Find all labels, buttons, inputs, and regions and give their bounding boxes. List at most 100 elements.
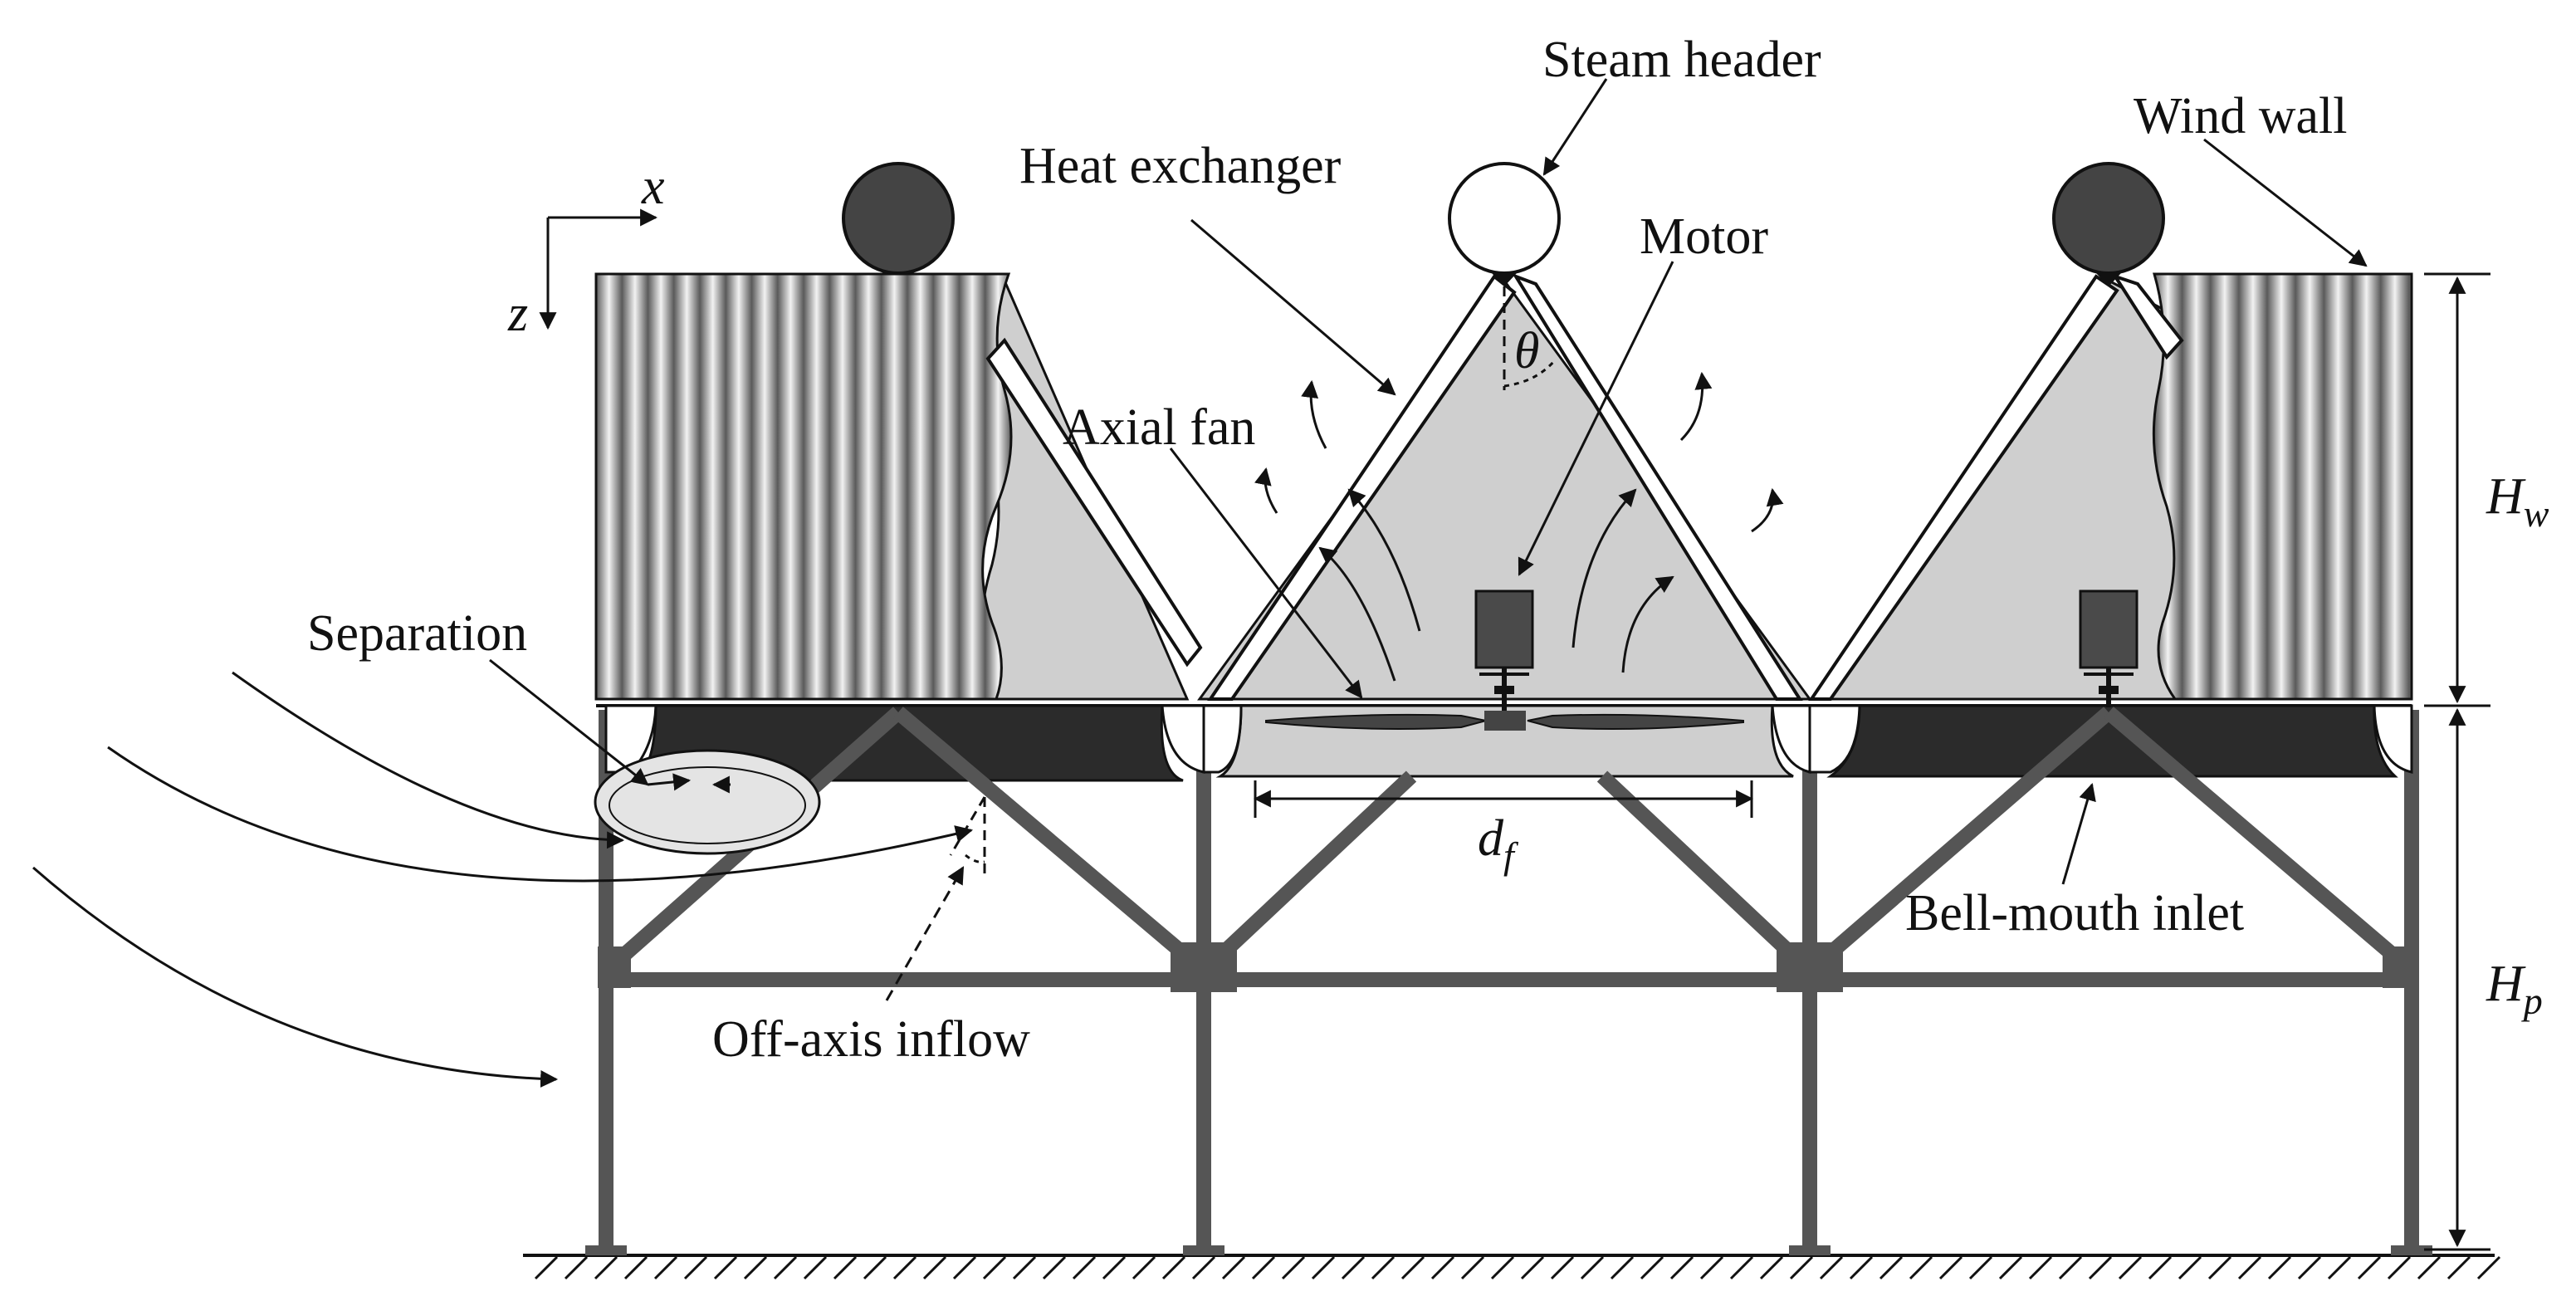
- ground-hatch: [2476, 1255, 2501, 1280]
- ground-hatch: [1132, 1255, 1156, 1280]
- left-wind-wall: [594, 272, 1013, 701]
- ground-hatch: [1251, 1255, 1276, 1280]
- ground-hatch: [2207, 1255, 2232, 1280]
- separation-zone: [594, 749, 821, 855]
- label-axial-fan: Axial fan: [1063, 399, 1255, 456]
- ground-hatch: [2058, 1255, 2083, 1280]
- ground-hatch: [1998, 1255, 2023, 1280]
- heat-exchanger-bundles: [985, 273, 2184, 701]
- ground-hatch: [2417, 1255, 2442, 1280]
- label-motor: Motor: [1640, 208, 1768, 265]
- wind-wall-height-symbol: Hw: [2486, 468, 2549, 535]
- ground-hatch: [1341, 1255, 1366, 1280]
- apex-connector-center: [1492, 273, 1517, 286]
- ground-hatch: [1042, 1255, 1067, 1280]
- leader-arrows: [489, 78, 2368, 1001]
- ground-hatch: [1849, 1255, 1874, 1280]
- label-heat-exchanger: Heat exchanger: [1019, 138, 1342, 194]
- ground-hatch: [2148, 1255, 2173, 1280]
- ground-hatch: [2088, 1255, 2113, 1280]
- ground-hatch: [2327, 1255, 2352, 1280]
- ground-hatch: [564, 1255, 589, 1280]
- ground-hatch: [1311, 1255, 1336, 1280]
- ground-hatch: [1161, 1255, 1186, 1280]
- ground-hatch: [1520, 1255, 1545, 1280]
- coordinate-axes: [539, 208, 658, 330]
- ground-hatch: [1580, 1255, 1605, 1280]
- ground-hatch: [1938, 1255, 1963, 1280]
- ground-hatch: [2028, 1255, 2053, 1280]
- deck-corners: [604, 704, 2413, 774]
- ground-hatch: [713, 1255, 738, 1280]
- fan-diameter-symbol: df: [1478, 810, 1519, 877]
- ground-hatch: [1610, 1255, 1635, 1280]
- ground-hatch: [1729, 1255, 1754, 1280]
- ground-hatch: [1789, 1255, 1814, 1280]
- ground-hatch: [892, 1255, 917, 1280]
- wind-streamlines: [32, 671, 974, 1088]
- ground-hatch: [1699, 1255, 1724, 1280]
- ground-hatch: [2357, 1255, 2382, 1280]
- flow-arrows: [1254, 371, 1784, 682]
- apex-connector-right: [2096, 273, 2121, 286]
- ground-hatch: [982, 1255, 1007, 1280]
- platform-height-symbol: Hp: [2486, 956, 2543, 1022]
- ground-hatch: [2267, 1255, 2292, 1280]
- ground-hatch: [803, 1255, 828, 1280]
- ground-hatch: [1400, 1255, 1425, 1280]
- theta-symbol: θ: [1514, 323, 1539, 379]
- steam-header-left: [842, 162, 955, 275]
- ground-hatch: [623, 1255, 648, 1280]
- ground-hatch: [1012, 1255, 1037, 1280]
- ground-hatch: [1430, 1255, 1455, 1280]
- axial-fan: [1265, 711, 1744, 731]
- steam-header-right: [2052, 162, 2165, 275]
- ground-hatch: [952, 1255, 977, 1280]
- ground-hatch: [1460, 1255, 1485, 1280]
- ground-hatch: [1490, 1255, 1515, 1280]
- ground-hatch: [1221, 1255, 1246, 1280]
- ground-hatch: [1879, 1255, 1904, 1280]
- structure-joints: [585, 942, 2432, 1255]
- ground-hatch: [833, 1255, 858, 1280]
- ground-hatch: [922, 1255, 947, 1280]
- ground-hatch: [773, 1255, 798, 1280]
- dimension-lines: [1253, 272, 2490, 1251]
- label-off-axis-inflow: Off-axis inflow: [712, 1011, 1030, 1068]
- ground-hatch: [743, 1255, 768, 1280]
- ground-hatch: [1371, 1255, 1396, 1280]
- ground-hatch: [1640, 1255, 1664, 1280]
- ground-hatch: [2446, 1255, 2471, 1280]
- ground-hatch: [534, 1255, 559, 1280]
- ground-hatch: [2237, 1255, 2262, 1280]
- label-separation: Separation: [307, 605, 527, 662]
- ground-hatch: [1072, 1255, 1097, 1280]
- ground-hatch: [1550, 1255, 1575, 1280]
- ground-hatch: [1909, 1255, 1933, 1280]
- ground: [523, 1254, 2501, 1280]
- right-wind-wall: [2152, 272, 2413, 701]
- motor-center: [1474, 589, 1534, 711]
- label-bell-mouth-inlet: Bell-mouth inlet: [1905, 885, 2244, 942]
- ground-hatch: [2178, 1255, 2202, 1280]
- ground-hatch: [1281, 1255, 1306, 1280]
- ground-hatch: [653, 1255, 678, 1280]
- ground-hatch: [1102, 1255, 1127, 1280]
- ground-hatch: [2297, 1255, 2322, 1280]
- ground-hatch: [683, 1255, 708, 1280]
- axis-z-symbol: z: [507, 286, 528, 342]
- ground-hatch: [1819, 1255, 1844, 1280]
- motor-right: [2079, 589, 2139, 707]
- ground-hatch: [1759, 1255, 1784, 1280]
- ground-hatch: [594, 1255, 618, 1280]
- ground-hatch: [863, 1255, 887, 1280]
- label-wind-wall: Wind wall: [2134, 88, 2348, 144]
- ground-hatch: [1669, 1255, 1694, 1280]
- support-structure: [599, 707, 2419, 1250]
- label-steam-header: Steam header: [1542, 32, 1821, 88]
- ground-hatch: [2118, 1255, 2143, 1280]
- theta-angle-mark: [1503, 286, 1556, 390]
- steam-header-center: [1448, 162, 1561, 275]
- ground-hatch: [1968, 1255, 1993, 1280]
